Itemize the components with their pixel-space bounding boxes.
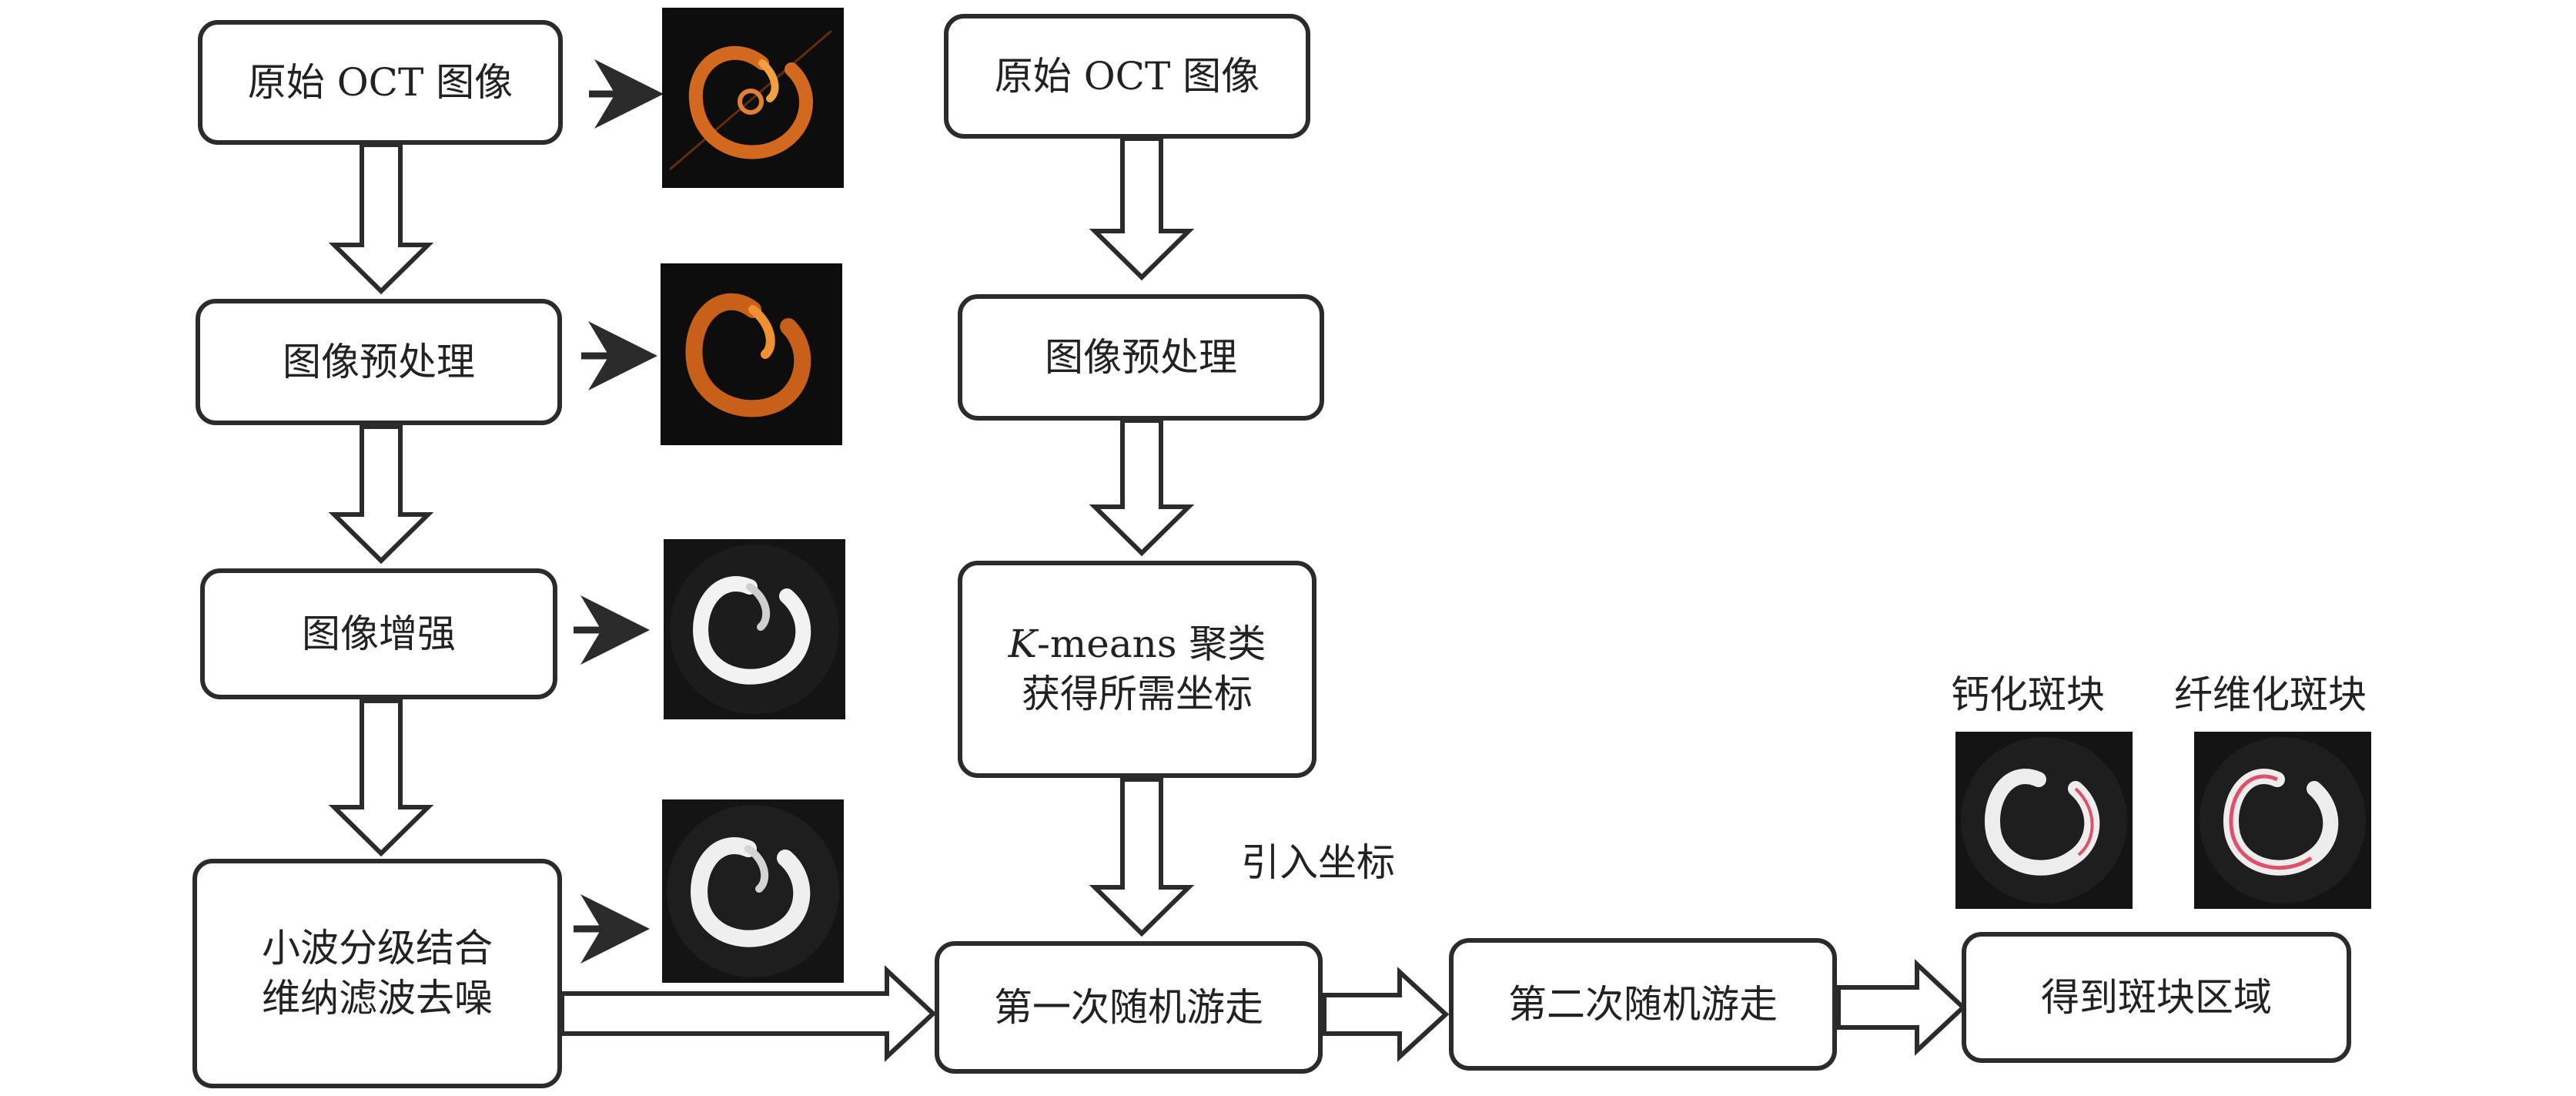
oct-denoised-image (667, 805, 839, 977)
down-arrow-left-1 (328, 142, 434, 295)
oct-enhanced-thumbnail (664, 539, 845, 719)
box-preprocess-left-label: 图像预处理 (283, 339, 475, 384)
box-raw-oct-left: 原始 OCT 图像 (198, 20, 563, 145)
label-fibrous-plaque: 纤维化斑块 (2174, 672, 2367, 717)
box-denoise-text: 小波分级结合 维纳滤波去噪 (262, 923, 493, 1024)
calcified-plaque-image (1961, 737, 2127, 903)
box-kmeans: K-means 聚类 获得所需坐标 (958, 561, 1316, 778)
box-raw-oct-mid: 原始 OCT 图像 (944, 14, 1310, 139)
oct-raw-image (669, 29, 832, 171)
oct-denoised-thumbnail (662, 799, 844, 983)
box-enhance: 图像增强 (200, 568, 557, 699)
box-preprocess-left: 图像预处理 (196, 299, 562, 425)
box-preprocess-mid: 图像预处理 (958, 294, 1324, 421)
box-random-walk-2: 第二次随机游走 (1449, 938, 1837, 1071)
down-arrow-mid-2 (1089, 418, 1195, 557)
label-import-coords: 引入坐标 (1241, 840, 1395, 885)
right-arrow-walk2-to-result (1836, 959, 1967, 1056)
right-arrow-walk1-to-walk2 (1322, 967, 1450, 1062)
box-kmeans-line2: 获得所需坐标 (1021, 672, 1253, 716)
oct-preprocessed-thumbnail (661, 263, 842, 445)
down-arrow-left-3 (328, 699, 434, 857)
box-kmeans-text: K-means 聚类 获得所需坐标 (1009, 619, 1266, 719)
oct-raw-thumbnail (662, 8, 844, 188)
fibrous-plaque-image (2200, 737, 2366, 903)
box-random-walk-1-label: 第一次随机游走 (994, 984, 1263, 1030)
box-denoise: 小波分级结合 维纳滤波去噪 (192, 859, 562, 1088)
down-arrow-mid-3 (1089, 777, 1195, 937)
box-raw-oct-left-label: 原始 OCT 图像 (247, 59, 514, 105)
label-calcified-plaque: 钙化斑块 (1951, 672, 2105, 717)
box-random-walk-2-label: 第二次随机游走 (1508, 981, 1778, 1027)
oct-preprocessed-image (685, 293, 811, 417)
calcified-plaque-thumbnail (1955, 732, 2133, 909)
box-preprocess-mid-label: 图像预处理 (1045, 334, 1237, 380)
oct-enhanced-image (670, 545, 839, 714)
kmeans-line1-rest: -means 聚类 (1036, 622, 1266, 666)
kmeans-k-italic: K (1008, 622, 1037, 666)
down-arrow-left-2 (328, 424, 434, 565)
box-kmeans-line1: K-means 聚类 (1009, 619, 1266, 669)
fibrous-plaque-thumbnail (2194, 732, 2371, 909)
box-random-walk-1: 第一次随机游走 (935, 941, 1323, 1074)
box-raw-oct-mid-label: 原始 OCT 图像 (994, 53, 1260, 99)
box-denoise-line1: 小波分级结合 (262, 926, 493, 970)
box-enhance-label: 图像增强 (302, 611, 456, 656)
down-arrow-mid-1 (1089, 136, 1195, 281)
right-arrow-denoise-to-walk1 (560, 965, 937, 1062)
box-plaque-region-label: 得到斑块区域 (2041, 974, 2272, 1020)
box-plaque-region: 得到斑块区域 (1962, 932, 2351, 1063)
box-denoise-line2: 维纳滤波去噪 (262, 976, 493, 1021)
